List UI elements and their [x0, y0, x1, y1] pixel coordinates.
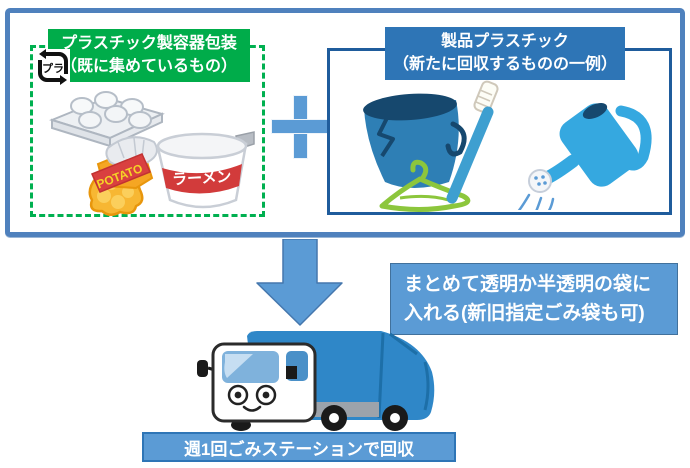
plus-horizontal-bar	[272, 120, 329, 133]
note-line1: まとめて透明か半透明の袋に	[404, 273, 652, 295]
cup-ramen-icon: ラーメン	[156, 131, 255, 209]
egg-carton-icon	[49, 91, 165, 148]
caption-bar: 週1回ごみステーションで回収	[142, 432, 456, 462]
toothbrush-icon	[446, 80, 499, 204]
pla-mark-label: プラ	[42, 61, 64, 75]
right-box-title-line2: （新たに回収するものの一例）	[392, 56, 617, 74]
left-box-title-line1: プラスチック製容器包装	[61, 35, 237, 52]
plus-icon	[272, 96, 329, 158]
garbage-truck-icon	[197, 331, 435, 431]
ramen-cup-label: ラーメン	[172, 168, 232, 188]
potato-chip-bag-icon: POTATO	[88, 136, 158, 216]
note-line2: 入れる(新旧指定ごみ袋も可)	[404, 303, 645, 324]
left-box-header: プラスチック製容器包装 （既に集めているもの）	[48, 29, 250, 83]
broken-bucket-and-hanger-icon	[363, 93, 471, 212]
pla-recycle-mark-icon: プラ	[36, 49, 70, 85]
left-box-title-line2: （既に集めているもの）	[60, 58, 237, 76]
watering-can-icon	[517, 103, 652, 210]
note-box: まとめて透明か半透明の袋に 入れる(新旧指定ごみ袋も可)	[390, 263, 678, 335]
right-box-header: 製品プラスチック （新たに回収するものの一例）	[385, 27, 625, 81]
down-arrow-icon	[256, 239, 343, 326]
caption-label: 週1回ごみステーションで回収	[183, 439, 415, 459]
right-box-title-line1: 製品プラスチック	[441, 33, 569, 50]
